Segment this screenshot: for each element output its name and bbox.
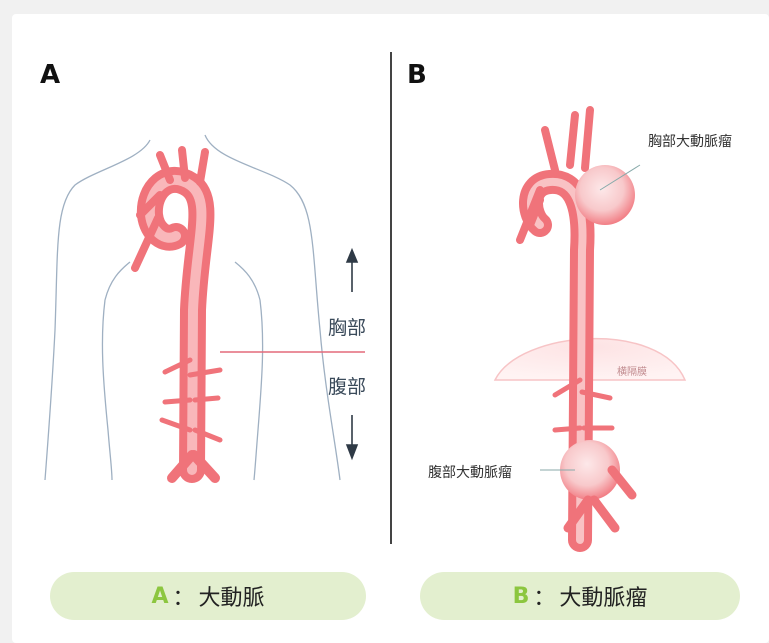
thoracic-aneurysm-label: 胸部大動脈瘤 (648, 131, 732, 151)
panel-a-letter: A (40, 60, 60, 90)
chest-label: 胸部 (328, 313, 366, 340)
diaphragm-label: 横隔膜 (617, 363, 647, 378)
abdominal-aneurysm-label: 腹部大動脈瘤 (428, 462, 512, 482)
panel-divider (390, 52, 392, 544)
caption-a: A ： 大動脈 (50, 572, 366, 620)
caption-b-separator: ： (533, 580, 555, 612)
caption-a-text: 大動脈 (199, 580, 265, 612)
aorta-aneurysm (520, 110, 635, 540)
aorta-normal (135, 150, 220, 478)
abdomen-label: 腹部 (328, 372, 366, 399)
caption-b-key: B (513, 584, 530, 609)
caption-a-key: A (151, 584, 168, 609)
caption-b: B ： 大動脈瘤 (420, 572, 740, 620)
caption-b-text: 大動脈瘤 (559, 580, 647, 612)
panel-b-letter: B (407, 60, 427, 90)
caption-a-separator: ： (173, 580, 195, 612)
down-arrow-icon (347, 415, 357, 458)
up-arrow-icon (347, 250, 357, 292)
